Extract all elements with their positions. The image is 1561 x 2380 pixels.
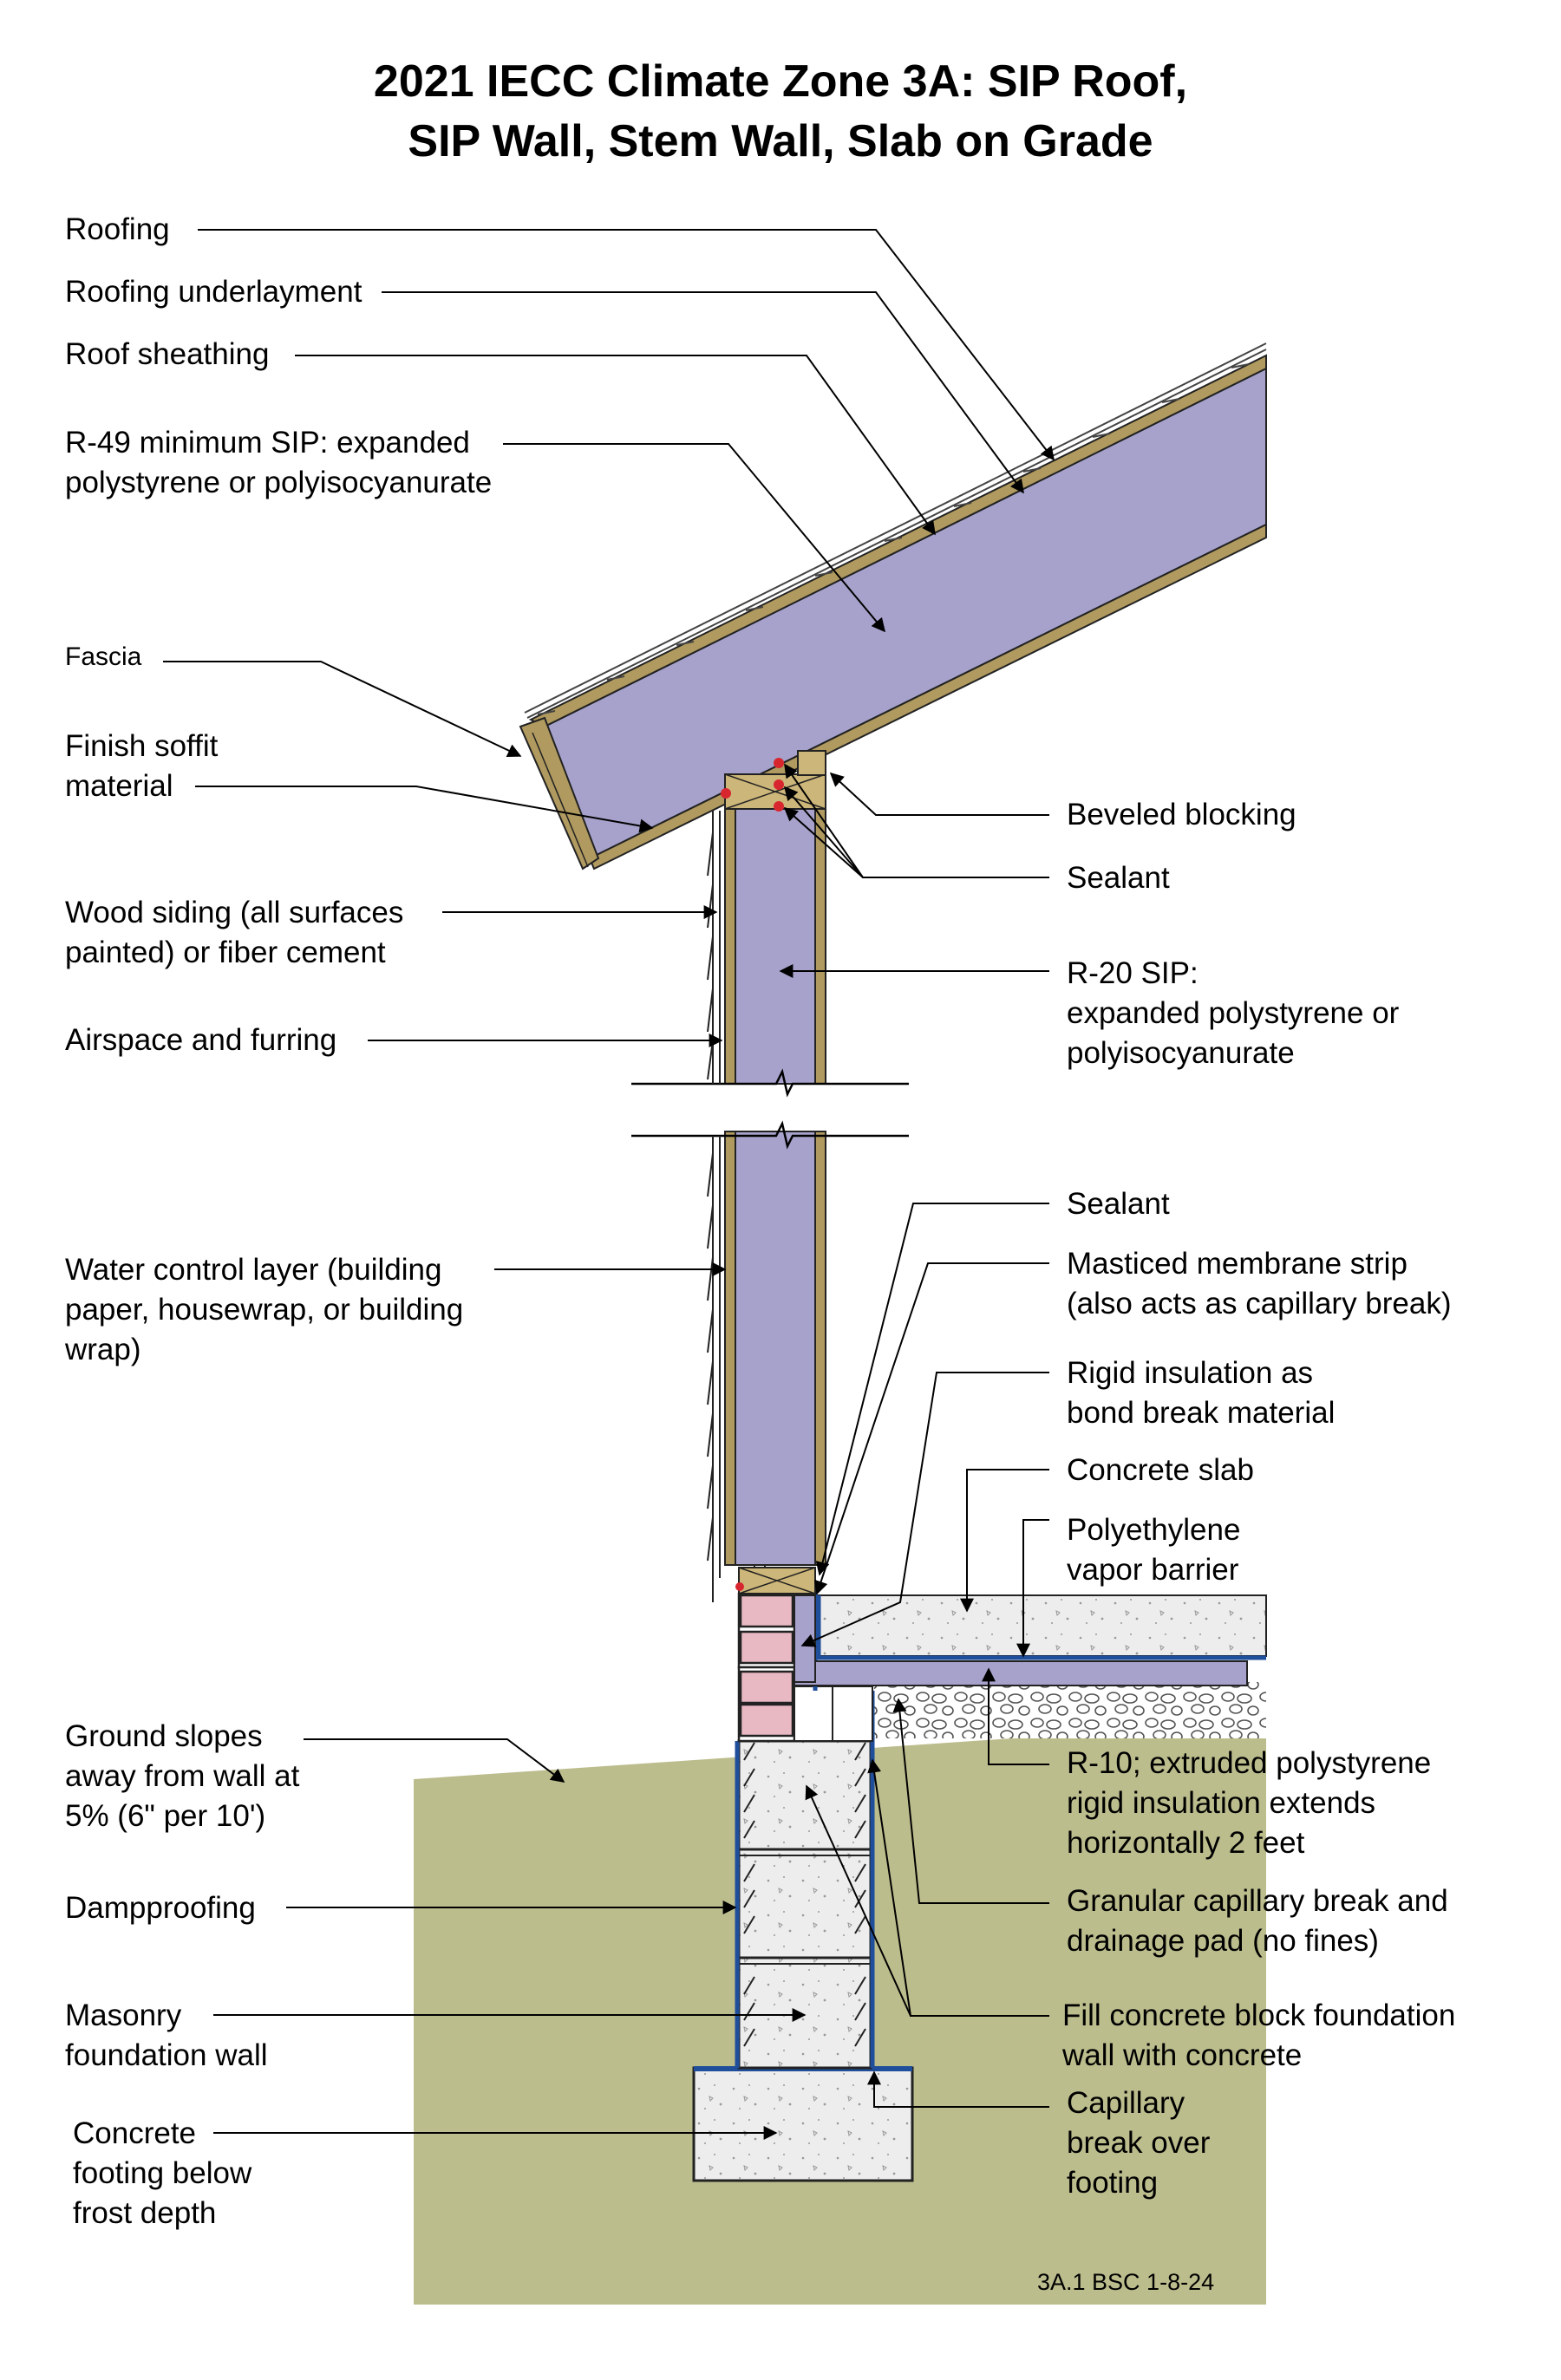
leader-roofing: [198, 229, 1055, 461]
label-water-2: paper, housewrap, or building: [65, 1293, 464, 1327]
leader-granular: [892, 1698, 1049, 1904]
roof-sip: [543, 367, 1267, 860]
r10-rigid-insulation: [794, 1660, 1248, 1686]
label-membrane-2: (also acts as capillary break): [1067, 1287, 1452, 1320]
label-concrete-slab: Concrete slab: [1067, 1453, 1254, 1487]
masonry-ledge: [737, 1592, 796, 1743]
sealant-dots: [721, 758, 784, 812]
label-wall-sip-1: R-20 SIP:: [1067, 956, 1199, 990]
label-fascia: Fascia: [65, 642, 142, 671]
label-roof-sheathing: Roof sheathing: [65, 337, 270, 371]
label-soffit-2: material: [65, 769, 173, 803]
label-footing-3: frost depth: [73, 2196, 217, 2230]
concrete-slab: [814, 1594, 1267, 1657]
label-capillary-1: Capillary: [1067, 2086, 1185, 2120]
leader-soffit: [195, 786, 654, 833]
label-roof-sip-2: polystyrene or polyisocyanurate: [65, 466, 493, 499]
wall-sip-upper: [724, 807, 826, 1085]
label-footing-2: footing below: [73, 2156, 252, 2190]
diagram-title-line1: 2021 IECC Climate Zone 3A: SIP Roof,: [373, 56, 1188, 107]
leader-sealant-top-c: [783, 806, 1049, 878]
label-airspace: Airspace and furring: [65, 1023, 337, 1057]
vapor-barrier: [816, 1595, 1266, 1660]
label-wall-sip-2: expanded polystyrene or: [1067, 996, 1400, 1030]
fascia: [519, 716, 600, 870]
label-soffit-1: Finish soffit: [65, 729, 219, 763]
block-foundation-wall: [737, 1739, 872, 2070]
leader-r10: [982, 1667, 1049, 1765]
label-siding-2: painted) or fiber cement: [65, 936, 386, 969]
label-masonry-1: Masonry: [65, 1999, 182, 2032]
label-sealant-bottom: Sealant: [1067, 1187, 1170, 1221]
gravel-capillary-break: [874, 1682, 1266, 1738]
leader-membrane: [814, 1262, 1049, 1595]
label-ground-1: Ground slopes: [65, 1719, 263, 1753]
label-fill-1: Fill concrete block foundation: [1062, 1999, 1456, 2032]
leader-capillary: [867, 2070, 1049, 2108]
label-siding-1: Wood siding (all surfaces: [65, 896, 404, 929]
label-masonry-2: foundation wall: [65, 2038, 268, 2072]
label-granular-2: drainage pad (no fines): [1067, 1924, 1379, 1958]
label-footing-1: Concrete: [73, 2116, 197, 2150]
leader-ground: [304, 1738, 565, 1783]
label-beveled-blocking: Beveled blocking: [1067, 798, 1296, 831]
leader-fascia: [163, 661, 522, 758]
leader-sheathing: [295, 355, 936, 536]
label-ground-2: away from wall at: [65, 1759, 300, 1793]
label-roofing-underlayment: Roofing underlayment: [65, 275, 362, 309]
leader-poly: [1016, 1519, 1049, 1658]
siding: [707, 811, 721, 1602]
leader-beveled-blocking: [829, 772, 1049, 816]
label-r10-2: rigid insulation extends: [1067, 1786, 1376, 1820]
concrete-footing: [692, 2066, 914, 2182]
leader-sealant-bottom: [815, 1203, 1049, 1576]
label-poly-2: vapor barrier: [1067, 1553, 1239, 1587]
label-ground-3: 5% (6" per 10'): [65, 1799, 266, 1833]
label-rigid-bond-2: bond break material: [1067, 1396, 1336, 1430]
label-r10-3: horizontally 2 feet: [1067, 1826, 1305, 1860]
label-water-1: Water control layer (building: [65, 1253, 442, 1287]
label-capillary-3: footing: [1067, 2166, 1159, 2200]
leader-roof-sip: [503, 443, 886, 633]
label-dampproofing: Dampproofing: [65, 1891, 256, 1925]
label-membrane-1: Masticed membrane strip: [1067, 1247, 1408, 1281]
drawing-reference: 3A.1 BSC 1-8-24: [1037, 2269, 1215, 2295]
label-sealant-top: Sealant: [1067, 861, 1170, 895]
wall-sip-lower: [724, 1131, 826, 1566]
label-fill-2: wall with concrete: [1062, 2038, 1303, 2072]
label-capillary-2: break over: [1067, 2126, 1211, 2160]
label-granular-1: Granular capillary break and: [1067, 1884, 1448, 1918]
label-roofing: Roofing: [65, 212, 170, 246]
label-poly-1: Polyethylene: [1067, 1513, 1241, 1547]
label-rigid-bond-1: Rigid insulation as: [1067, 1356, 1314, 1390]
label-r10-1: R-10; extruded polystyrene: [1067, 1746, 1432, 1780]
roofing: [524, 342, 1267, 719]
leader-underlayment: [382, 291, 1024, 494]
leader-rigid-bond: [800, 1372, 1049, 1647]
label-water-3: wrap): [65, 1333, 141, 1366]
leader-fill-b: [867, 1758, 1049, 2017]
diagram-title-line2: SIP Wall, Stem Wall, Slab on Grade: [408, 116, 1153, 166]
leader-slab: [960, 1469, 1049, 1613]
label-wall-sip-3: polyisocyanurate: [1067, 1036, 1295, 1070]
label-roof-sip-1: R-49 minimum SIP: expanded: [65, 426, 470, 460]
